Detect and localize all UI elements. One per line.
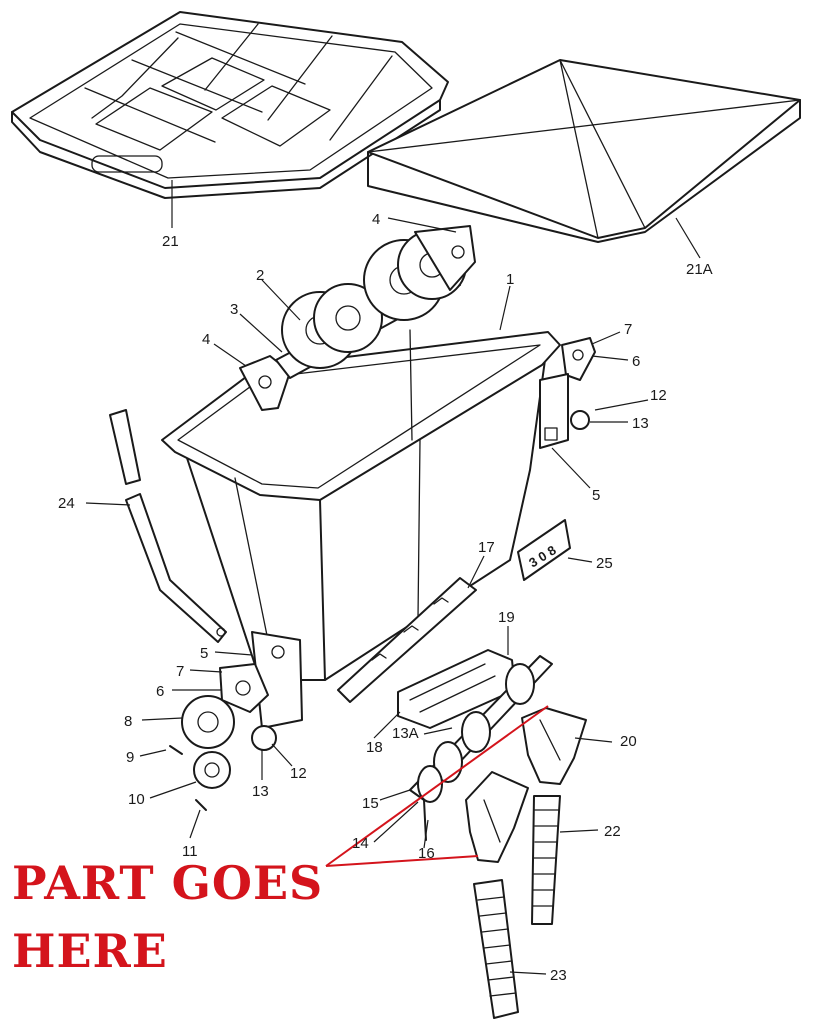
- label-9: 9: [126, 749, 134, 766]
- label-19: 19: [498, 609, 515, 626]
- label-10: 10: [128, 791, 145, 808]
- part-number-labels: 21 21A 4 2 3 4 1 7 6 12 13 5 24 17 25 5 …: [58, 211, 713, 984]
- label-25: 25: [596, 555, 613, 572]
- label-4-left: 4: [202, 331, 210, 348]
- agitator-strip: [337, 577, 477, 703]
- label-5-left: 5: [200, 645, 208, 662]
- label-13-right: 13: [632, 415, 649, 432]
- label-12-left: 12: [290, 765, 307, 782]
- seed-funnel: [521, 707, 587, 785]
- label-15: 15: [362, 795, 379, 812]
- label-14: 14: [352, 835, 369, 852]
- label-17: 17: [478, 539, 495, 556]
- hopper-lid-flat: [367, 59, 801, 243]
- callout-line-1: PART GOES: [12, 856, 324, 910]
- label-5-right: 5: [592, 487, 600, 504]
- label-4-top: 4: [372, 211, 380, 228]
- left-drive-assembly: [169, 631, 303, 811]
- label-13a: 13A: [392, 725, 419, 742]
- label-11: 11: [182, 843, 198, 860]
- label-3: 3: [230, 301, 238, 318]
- label-22: 22: [604, 823, 621, 840]
- seed-tube-long: [473, 879, 519, 1019]
- decal-plate: 3 0 8: [517, 519, 571, 581]
- link-rod: [109, 409, 227, 643]
- label-1: 1: [506, 271, 514, 288]
- callout-line-2: HERE: [12, 924, 168, 978]
- seed-tube-short: [531, 795, 561, 925]
- label-21a: 21A: [686, 261, 713, 278]
- label-20: 20: [620, 733, 637, 750]
- label-21: 21: [162, 233, 179, 250]
- label-23: 23: [550, 967, 567, 984]
- right-bracket-assembly: [539, 337, 596, 449]
- callout-arrows: [325, 705, 549, 867]
- target-funnel: [465, 771, 529, 863]
- label-18: 18: [366, 739, 383, 756]
- label-12-right: 12: [650, 387, 667, 404]
- agitator-shaft-assembly: [239, 225, 476, 411]
- label-13-left: 13: [252, 783, 269, 800]
- label-7-right: 7: [624, 321, 632, 338]
- label-24: 24: [58, 495, 75, 512]
- label-6-right: 6: [632, 353, 640, 370]
- leader-lines: [85, 180, 701, 975]
- label-7-left: 7: [176, 663, 184, 680]
- label-6-left: 6: [156, 683, 164, 700]
- hopper-lid-ribbed: [11, 11, 449, 199]
- feed-drive-assembly: [397, 649, 553, 841]
- label-16: 16: [418, 845, 435, 862]
- label-2: 2: [256, 267, 264, 284]
- label-8: 8: [124, 713, 132, 730]
